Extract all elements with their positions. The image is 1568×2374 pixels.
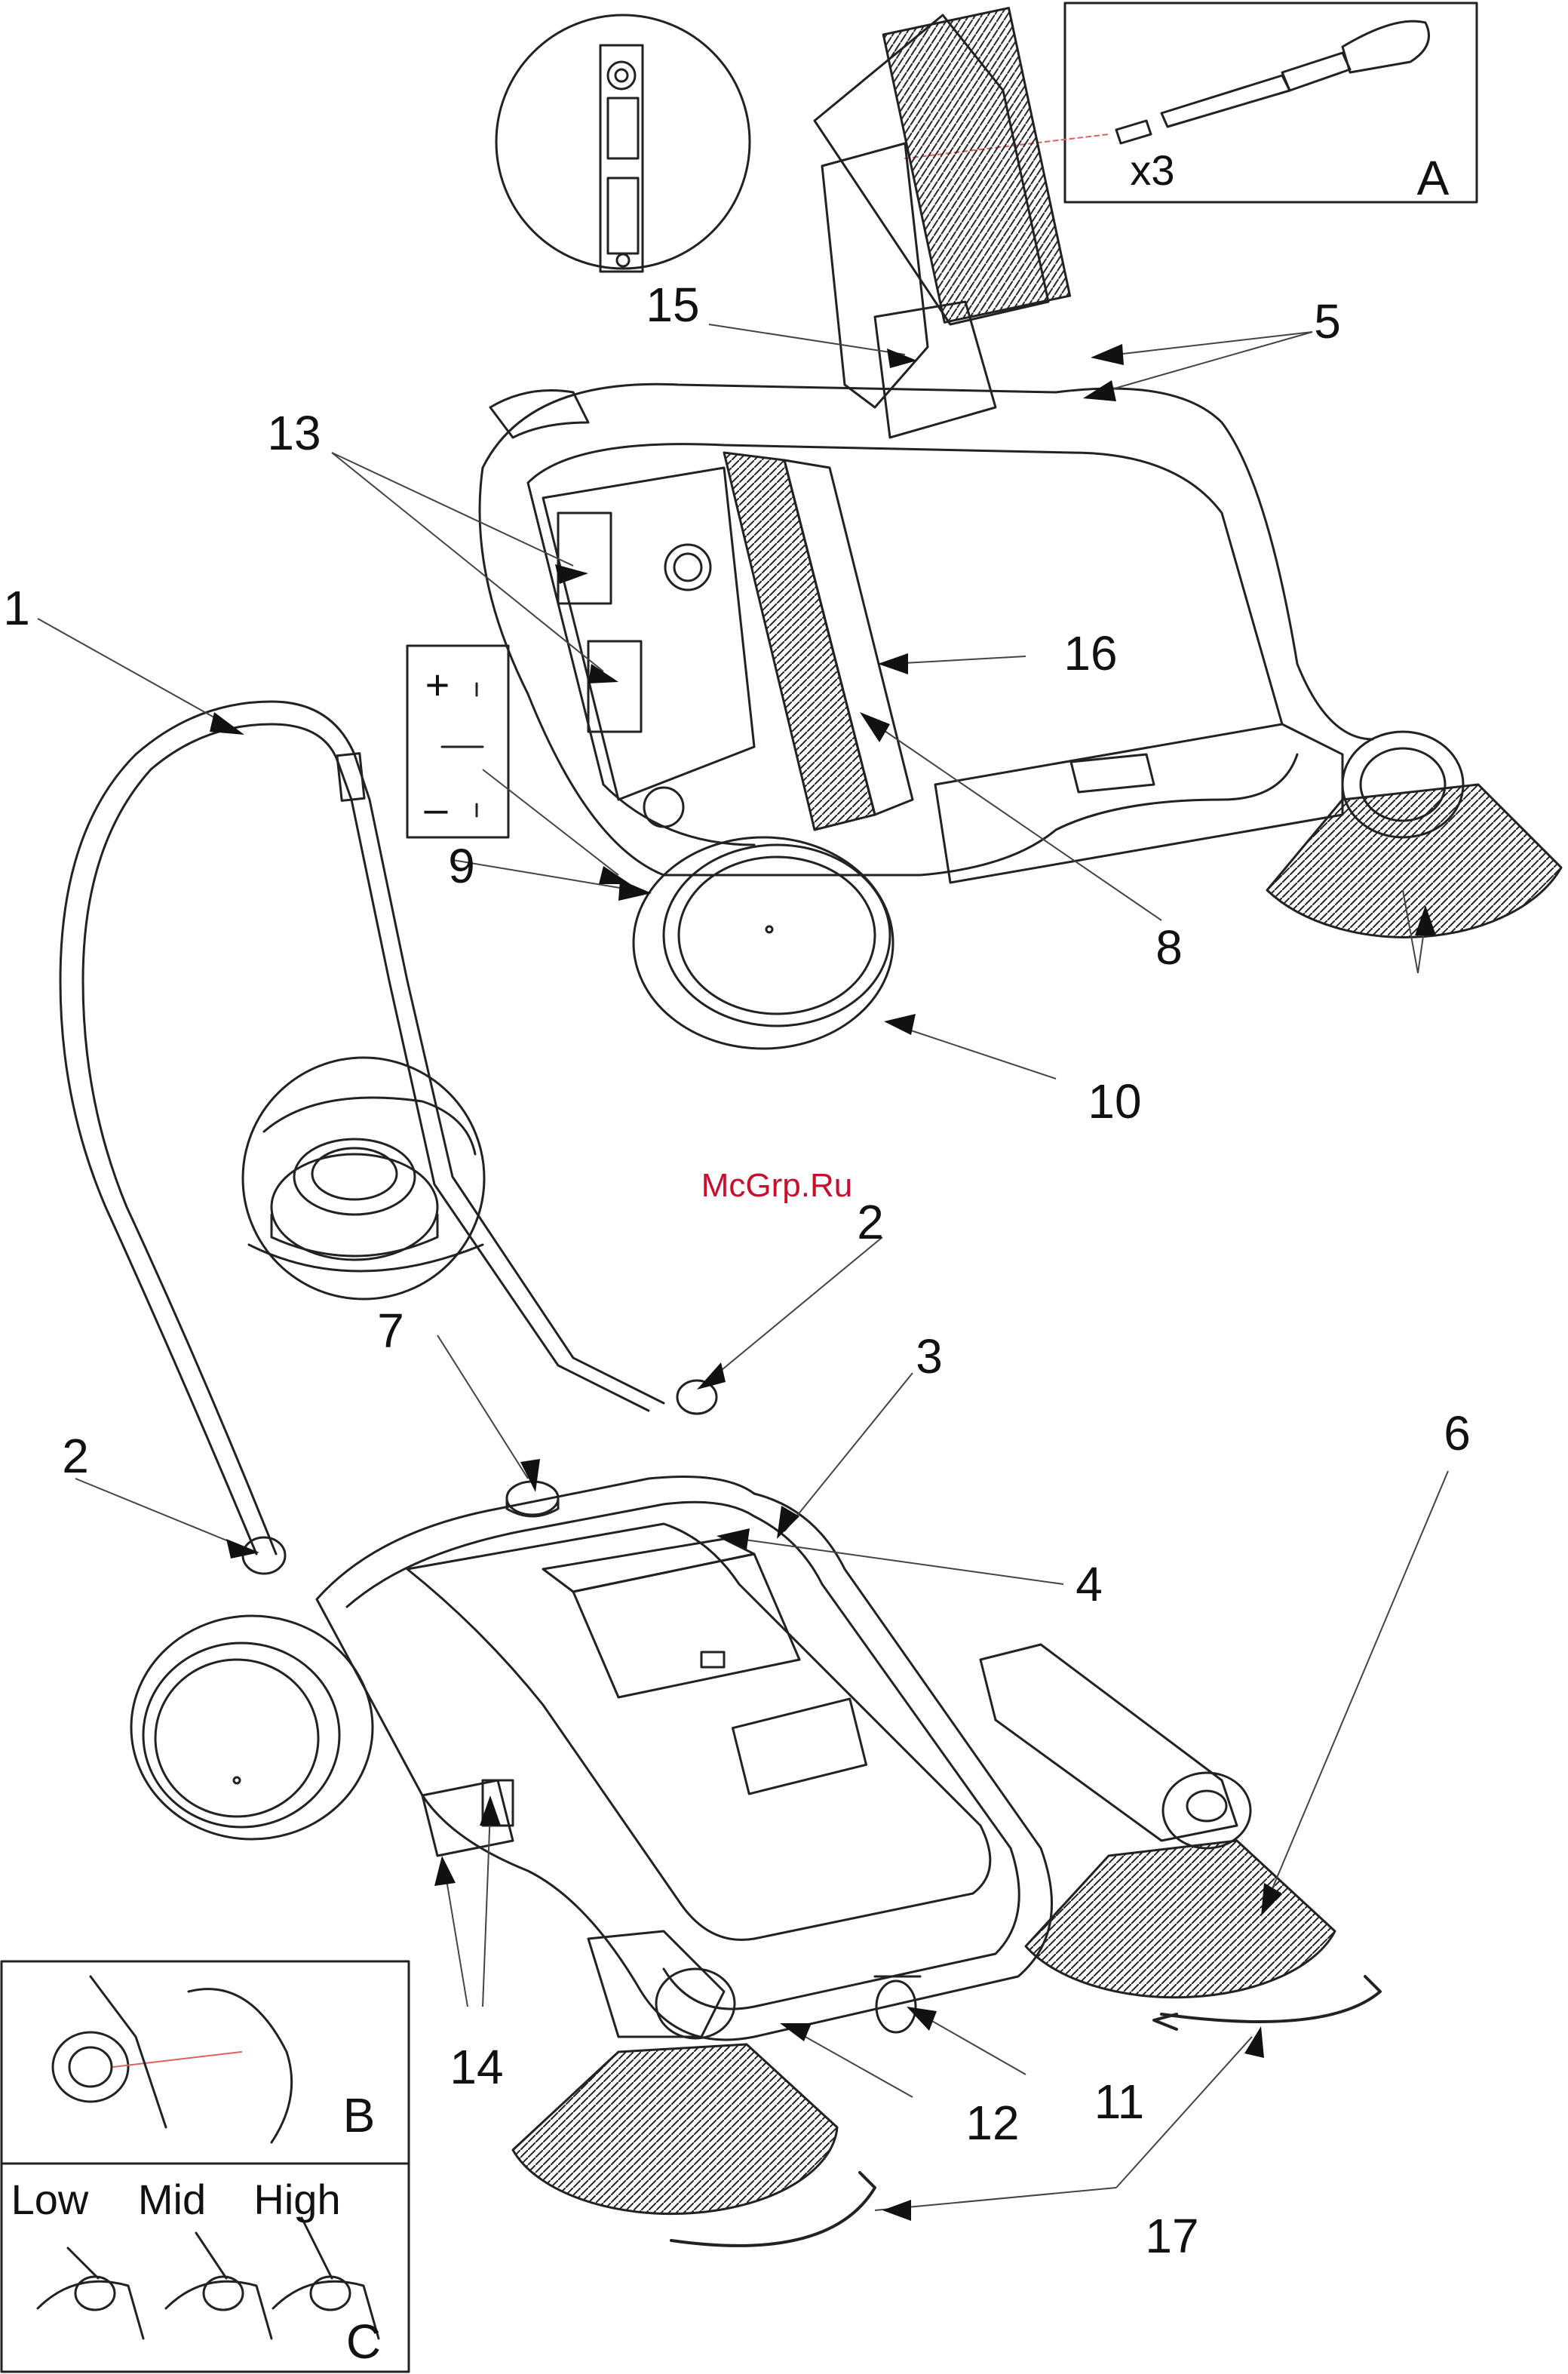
inset-c-letter: C — [346, 2317, 381, 2366]
battery-minus-sign: – — [424, 788, 447, 830]
callout-6: 6 — [1444, 1409, 1471, 1457]
inset-15-detail — [496, 15, 750, 272]
sweeper-top-view — [131, 1380, 1380, 2246]
inset-c-setting-mid: Mid — [138, 2179, 206, 2221]
callout-3: 3 — [916, 1332, 943, 1380]
callout-11: 11 — [1094, 2078, 1144, 2126]
callout-7: 7 — [377, 1307, 404, 1355]
callout-4: 4 — [1076, 1560, 1103, 1608]
callout-2-left: 2 — [62, 1432, 89, 1480]
callout-5: 5 — [1314, 297, 1341, 346]
callout-15: 15 — [646, 281, 699, 329]
inset-7-cap-detail — [243, 1058, 484, 1299]
callout-10: 10 — [1088, 1077, 1141, 1126]
callout-13: 13 — [267, 409, 321, 457]
callout-12: 12 — [965, 2099, 1019, 2147]
inset-c-setting-low: Low — [11, 2179, 89, 2221]
inset-c-setting-high: High — [253, 2179, 340, 2221]
callout-8: 8 — [1155, 923, 1183, 972]
inset-a-letter: A — [1417, 154, 1450, 202]
callout-14: 14 — [450, 2043, 503, 2091]
callout-9: 9 — [448, 842, 475, 890]
callout-1: 1 — [3, 584, 30, 632]
main-handle — [60, 702, 664, 1554]
callout-2-right: 2 — [857, 1198, 884, 1246]
callout-16: 16 — [1063, 629, 1117, 677]
callout-17: 17 — [1145, 2212, 1198, 2260]
battery-polarity-box — [407, 646, 508, 837]
inset-b-letter: B — [343, 2091, 376, 2139]
watermark: McGrp.Ru — [701, 1167, 852, 1205]
inset-a-quantity: x3 — [1130, 149, 1174, 192]
battery-plus-sign: + — [425, 664, 450, 706]
